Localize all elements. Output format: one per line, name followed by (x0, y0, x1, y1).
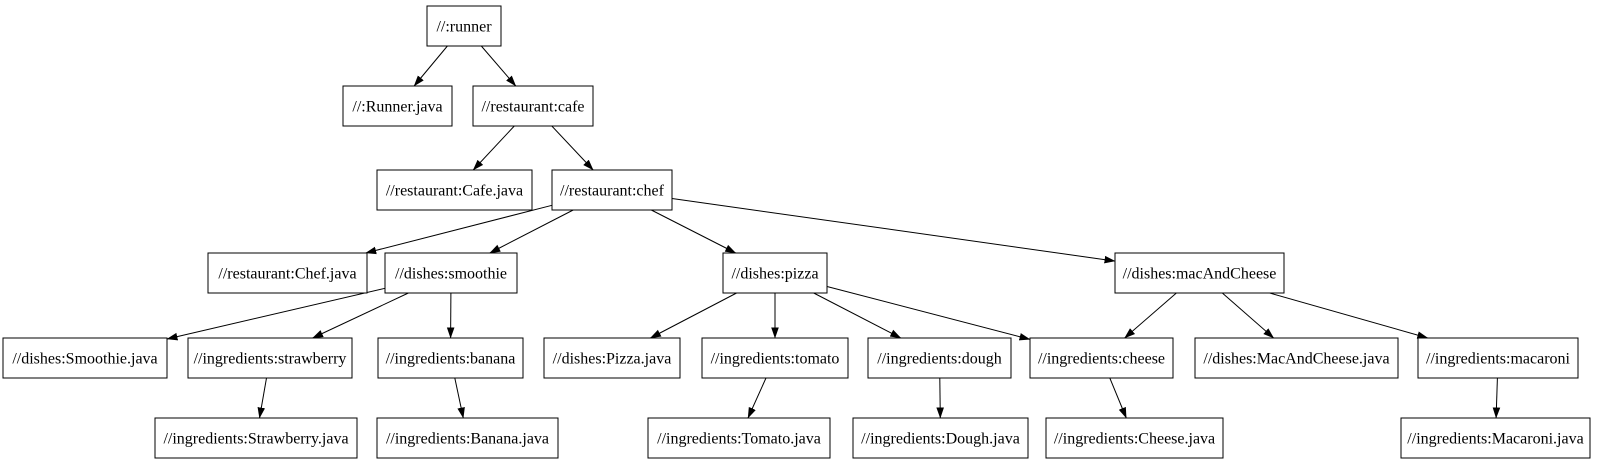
node-label-strawberry-java: //ingredients:Strawberry.java (163, 431, 348, 448)
node-label-dough-java: //ingredients:Dough.java (861, 431, 1020, 448)
node-macandcheese: //dishes:macAndCheese (1114, 252, 1285, 294)
node-box-pizza-java (543, 337, 681, 379)
graph-edge-macandcheese-to-macandcheese-java (1221, 292, 1275, 339)
node-macaroni-java: //ingredients:Macaroni.java (1400, 417, 1591, 459)
node-label-strawberry: //ingredients:strawberry (194, 351, 347, 368)
node-label-cafe-java: //restaurant:Cafe.java (386, 183, 523, 200)
node-cafe: //restaurant:cafe (472, 85, 594, 127)
node-box-chef-java (207, 252, 368, 294)
node-smoothie-java: //dishes:Smoothie.java (2, 337, 168, 379)
node-chef-java: //restaurant:Chef.java (207, 252, 368, 294)
node-banana-java: //ingredients:Banana.java (376, 417, 559, 459)
node-pizza: //dishes:pizza (722, 252, 828, 294)
node-dough-java: //ingredients:Dough.java (852, 417, 1029, 459)
node-label-cafe: //restaurant:cafe (481, 99, 584, 116)
graph-edge-runner-to-runner-java (413, 45, 448, 87)
node-box-banana-java (376, 417, 559, 459)
node-tomato-java: //ingredients:Tomato.java (647, 417, 831, 459)
node-box-macandcheese (1114, 252, 1285, 294)
node-box-macaroni-java (1400, 417, 1591, 459)
node-label-runner-java: //:Runner.java (352, 99, 442, 116)
node-smoothie: //dishes:smoothie (384, 252, 518, 294)
node-banana: //ingredients:banana (377, 337, 524, 379)
node-label-pizza-java: //dishes:Pizza.java (553, 351, 672, 368)
graph-edge-tomato-to-tomato-java (747, 377, 767, 419)
node-cafe-java: //restaurant:Cafe.java (376, 169, 533, 211)
node-box-dough-java (852, 417, 1029, 459)
node-label-macandcheese: //dishes:macAndCheese (1123, 266, 1277, 283)
node-macaroni: //ingredients:macaroni (1417, 337, 1579, 379)
node-cheese: //ingredients:cheese (1029, 337, 1174, 379)
graph-edge-chef-to-chef-java (365, 204, 553, 255)
graph-edge-pizza-to-pizza-java (649, 292, 737, 339)
graph-edge-macandcheese-to-cheese (1124, 292, 1177, 339)
graph-edge-cheese-to-cheese-java (1109, 377, 1127, 419)
graph-edge-pizza-to-cheese (826, 286, 1031, 341)
graph-edge-strawberry-to-strawberry-java (257, 377, 267, 419)
node-box-banana (377, 337, 524, 379)
node-dough: //ingredients:dough (867, 337, 1012, 379)
node-label-chef-java: //restaurant:Chef.java (218, 266, 356, 283)
node-strawberry: //ingredients:strawberry (187, 337, 353, 379)
graph-edge-cafe-to-cafe-java (472, 125, 515, 171)
node-label-cheese-java: //ingredients:Cheese.java (1054, 431, 1215, 448)
node-label-tomato: //ingredients:tomato (711, 351, 840, 368)
node-box-tomato (701, 337, 849, 379)
node-label-runner: //:runner (436, 19, 492, 36)
node-box-cafe-java (376, 169, 533, 211)
node-label-cheese: //ingredients:cheese (1038, 351, 1165, 368)
node-box-cafe (472, 85, 594, 127)
graph-edge-chef-to-pizza (651, 209, 737, 254)
graph-edge-macandcheese-to-macaroni (1269, 292, 1429, 339)
node-pizza-java: //dishes:Pizza.java (543, 337, 681, 379)
node-cheese-java: //ingredients:Cheese.java (1045, 417, 1224, 459)
graph-edge-macaroni-to-macaroni-java (1492, 377, 1501, 419)
node-box-strawberry-java (154, 417, 358, 459)
node-tomato: //ingredients:tomato (701, 337, 849, 379)
nodes-layer: //:runner //:Runner.java //restaurant:cafe… (2, 5, 1591, 459)
node-label-banana: //ingredients:banana (386, 351, 516, 368)
node-runner-java: //:Runner.java (342, 85, 453, 127)
graph-edge-chef-to-macandcheese (671, 198, 1116, 264)
edges-layer (166, 45, 1501, 419)
node-label-smoothie-java: //dishes:Smoothie.java (12, 351, 157, 368)
node-label-macandcheese-java: //dishes:MacAndCheese.java (1203, 351, 1389, 368)
node-box-smoothie-java (2, 337, 168, 379)
node-box-smoothie (384, 252, 518, 294)
node-runner: //:runner (426, 5, 502, 47)
graph-edge-smoothie-to-strawberry (312, 292, 409, 339)
node-label-macaroni: //ingredients:macaroni (1426, 351, 1571, 368)
node-label-dough: //ingredients:dough (877, 351, 1001, 368)
node-label-pizza: //dishes:pizza (731, 266, 818, 283)
graph-edge-chef-to-smoothie (489, 209, 574, 254)
graph-edge-cafe-to-chef (551, 125, 594, 171)
graph-edge-dough-to-dough-java (936, 377, 944, 419)
node-chef: //restaurant:chef (551, 169, 673, 211)
node-box-macaroni (1417, 337, 1579, 379)
node-box-chef (551, 169, 673, 211)
graph-edge-pizza-to-dough (813, 292, 902, 339)
node-box-runner (426, 5, 502, 47)
node-box-strawberry (187, 337, 353, 379)
node-box-runner-java (342, 85, 453, 127)
node-box-cheese-java (1045, 417, 1224, 459)
graph-edge-runner-to-cafe (480, 45, 517, 87)
graph-edge-smoothie-to-smoothie-java (166, 287, 386, 341)
node-box-macandcheese-java (1194, 337, 1399, 379)
node-box-tomato-java (647, 417, 831, 459)
node-label-smoothie: //dishes:smoothie (395, 266, 507, 283)
node-label-macaroni-java: //ingredients:Macaroni.java (1407, 431, 1583, 448)
node-box-pizza (722, 252, 828, 294)
node-macandcheese-java: //dishes:MacAndCheese.java (1194, 337, 1399, 379)
node-label-chef: //restaurant:chef (560, 183, 665, 200)
node-label-banana-java: //ingredients:Banana.java (386, 431, 549, 448)
graph-edge-banana-to-banana-java (454, 377, 465, 419)
node-strawberry-java: //ingredients:Strawberry.java (154, 417, 358, 459)
node-box-dough (867, 337, 1012, 379)
node-label-tomato-java: //ingredients:Tomato.java (657, 431, 821, 448)
node-box-cheese (1029, 337, 1174, 379)
